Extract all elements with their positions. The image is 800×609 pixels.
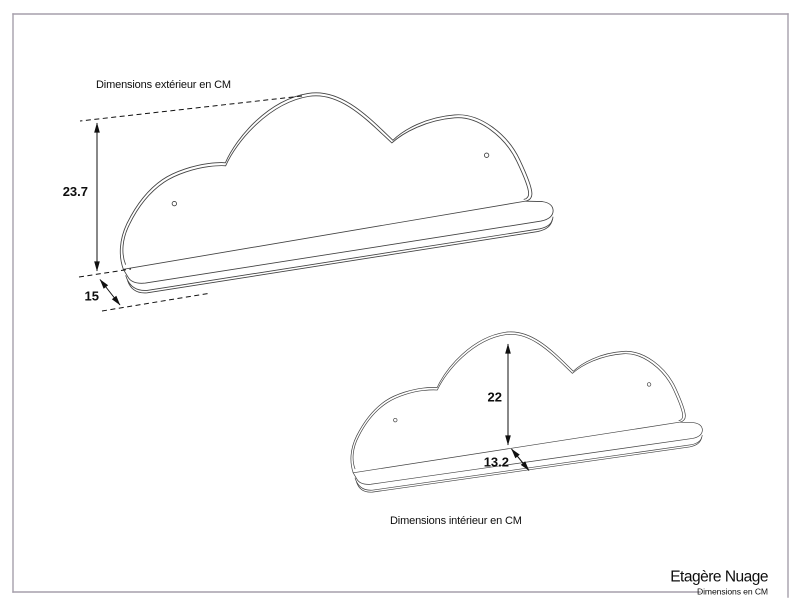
exterior-view: Dimensions extérieur en CM 23.7 15 bbox=[63, 56, 557, 312]
exterior-height-dimension: 23.7 bbox=[63, 95, 303, 278]
interior-height-value: 22 bbox=[488, 390, 502, 405]
exterior-depth-value: 15 bbox=[85, 289, 99, 304]
exterior-depth-dimension: 15 bbox=[85, 279, 209, 312]
exterior-cloud-shelf-drawing bbox=[98, 56, 557, 300]
interior-cloud-shelf-drawing bbox=[334, 305, 705, 498]
interior-depth-dimension: 13.2 bbox=[484, 448, 530, 471]
product-title: Etagère Nuage bbox=[670, 569, 768, 586]
title-block: Etagère Nuage Dimensions en CM bbox=[670, 569, 768, 597]
extension-line-bottom bbox=[78, 268, 132, 278]
interior-dimensions-label: Dimensions intérieur en CM bbox=[390, 515, 522, 527]
interior-height-dimension: 22 bbox=[488, 343, 511, 446]
interior-view: 22 13.2 Dimensions intérieur en CM bbox=[334, 305, 705, 527]
interior-depth-value: 13.2 bbox=[484, 455, 509, 470]
units-note: Dimensions en CM bbox=[697, 587, 768, 597]
depth-dimension-line bbox=[99, 279, 121, 306]
exterior-height-value: 23.7 bbox=[63, 184, 88, 199]
exterior-dimensions-label: Dimensions extérieur en CM bbox=[96, 79, 231, 91]
sheet-border bbox=[12, 13, 789, 598]
depth-dimension-line bbox=[511, 448, 530, 471]
extension-line-top bbox=[79, 95, 303, 122]
extension-line-front bbox=[101, 293, 209, 312]
